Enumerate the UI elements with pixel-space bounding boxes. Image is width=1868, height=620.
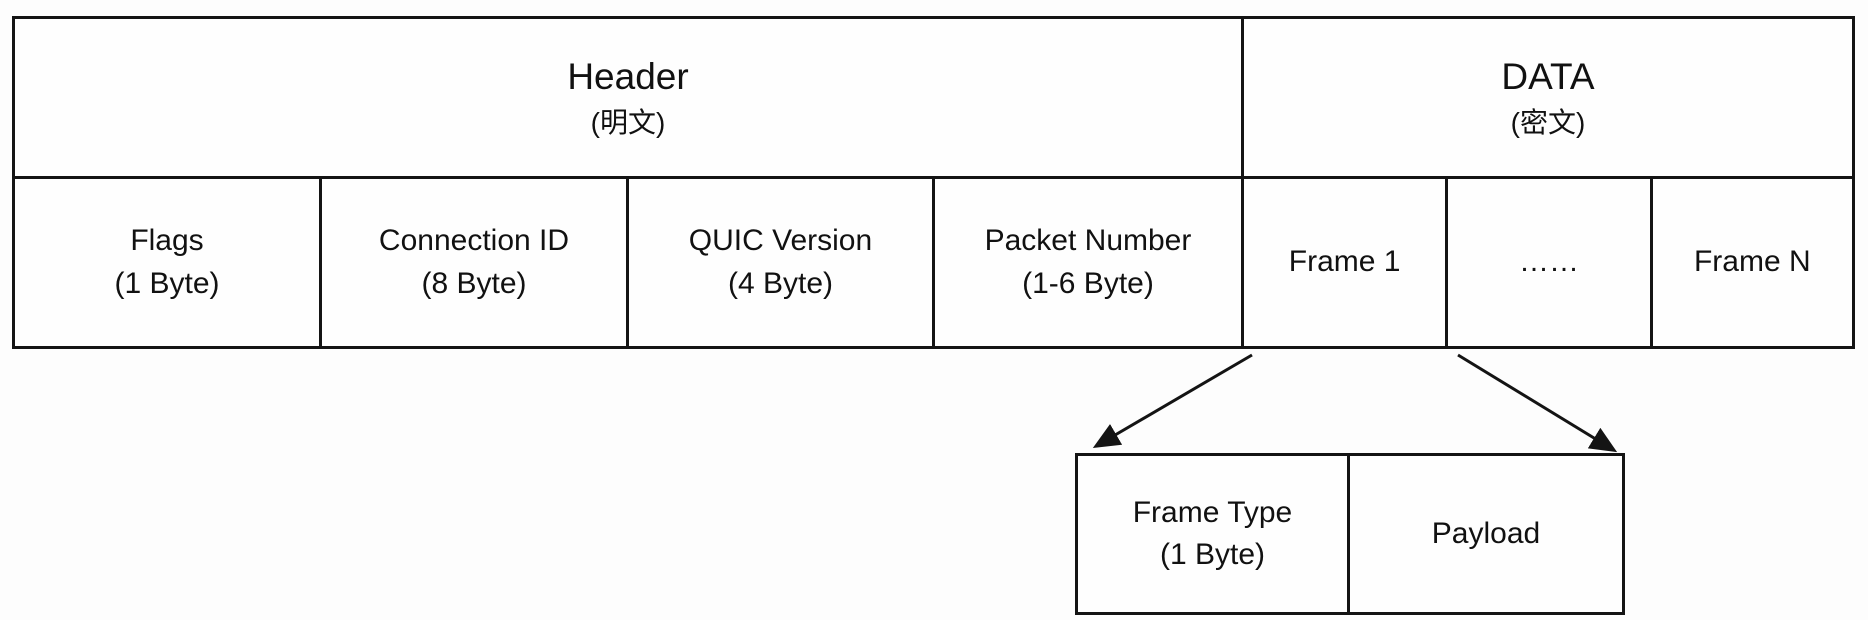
data-section-sublabel: (密文) [1510, 106, 1586, 138]
frame-type-cell: Frame Type (1 Byte) [1078, 456, 1350, 612]
packet-number-label: Packet Number [984, 224, 1192, 257]
header-section-cell: Header (明文) [15, 19, 1244, 179]
frame-detail-table: Frame Type (1 Byte) Payload [1075, 453, 1625, 615]
quic-version-label: QUIC Version [688, 224, 873, 257]
payload-cell: Payload [1350, 456, 1622, 612]
frame-n-cell: Frame N [1653, 179, 1852, 346]
quic-version-cell: QUIC Version (4 Byte) [629, 179, 935, 346]
packet-number-sublabel: (1-6 Byte) [1022, 266, 1154, 300]
packet-table: Header (明文) DATA (密文) Flags (1 Byte) Con… [12, 16, 1855, 349]
frame-1-label: Frame 1 [1288, 245, 1401, 279]
quic-version-sublabel: (4 Byte) [727, 266, 833, 300]
frame-1-cell: Frame 1 [1244, 179, 1449, 346]
data-section-cell: DATA (密文) [1243, 19, 1852, 179]
flags-sublabel: (1 Byte) [114, 266, 220, 300]
packet-number-cell: Packet Number (1-6 Byte) [935, 179, 1244, 346]
flags-label: Flags [130, 224, 204, 257]
data-section-label: DATA [1501, 56, 1595, 98]
frames-ellipsis-cell: …… [1448, 179, 1653, 346]
frame-type-label: Frame Type [1132, 495, 1293, 529]
frame-type-sublabel: (1 Byte) [1159, 538, 1266, 571]
connection-id-cell: Connection ID (8 Byte) [322, 179, 629, 346]
frame-n-label: Frame N [1693, 245, 1811, 279]
header-section-sublabel: (明文) [590, 106, 666, 138]
frames-ellipsis-label: …… [1518, 245, 1579, 279]
frame-detail-arrow-right-icon [1457, 353, 1618, 453]
frame-detail-arrow-left-icon [1092, 353, 1253, 449]
connection-id-label: Connection ID [378, 224, 570, 257]
header-section-label: Header [567, 56, 689, 98]
payload-label: Payload [1431, 516, 1541, 550]
connection-id-sublabel: (8 Byte) [421, 266, 527, 300]
flags-cell: Flags (1 Byte) [15, 179, 322, 346]
